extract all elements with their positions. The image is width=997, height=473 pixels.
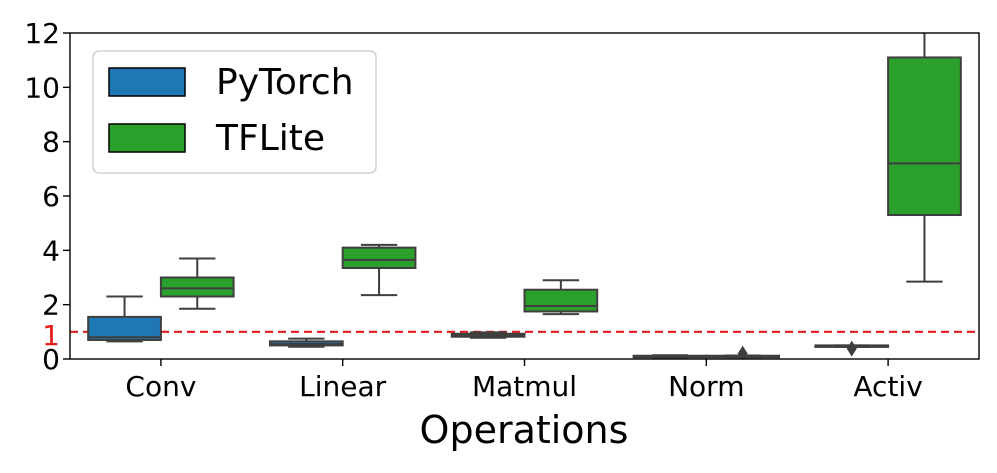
y-axis: 0 2 4 6 8 10 12 1 (24, 17, 70, 376)
y-tick-label: 12 (24, 17, 60, 50)
box-iqr (159, 276, 235, 298)
outlier-point (846, 340, 857, 357)
box-tflite-matmul (523, 279, 599, 316)
box-tflite-linear (341, 243, 417, 297)
y-tick-label: 4 (42, 234, 60, 267)
legend-swatch-pytorch (108, 67, 186, 97)
box-tflite-conv (159, 257, 235, 310)
legend-label-pytorch: PyTorch (216, 62, 354, 103)
box-pytorch-matmul (450, 331, 526, 339)
box-tflite-activ (887, 33, 962, 283)
box-iqr (887, 56, 962, 217)
boxes-layer (87, 33, 962, 359)
legend-label-tflite: TFLite (215, 118, 325, 159)
y-tick-label: 10 (24, 71, 60, 104)
x-category-label: Conv (125, 370, 196, 403)
reference-line-label: 1 (42, 319, 60, 352)
box-pytorch-activ (814, 340, 890, 357)
legend-swatch-tflite (108, 123, 186, 153)
box-iqr (87, 315, 162, 341)
y-tick-label: 6 (42, 180, 60, 213)
box-iqr (341, 246, 417, 269)
box-iqr (523, 288, 599, 313)
box-pytorch-norm (632, 354, 708, 359)
outlier-point (737, 345, 748, 359)
x-category-label: Linear (299, 370, 387, 403)
x-axis: Conv Linear Matmul Norm Activ (125, 359, 923, 403)
box-pytorch-linear (268, 337, 344, 348)
x-category-label: Matmul (472, 370, 577, 403)
y-tick-label: 8 (42, 126, 60, 159)
x-category-label: Norm (668, 370, 744, 403)
box-tflite-norm (705, 345, 781, 359)
x-category-label: Activ (853, 370, 922, 403)
box-pytorch-conv (87, 295, 162, 343)
y-tick-label: 0 (42, 343, 60, 376)
x-axis-title: Operations (420, 408, 629, 452)
y-tick-label: 2 (42, 289, 60, 322)
